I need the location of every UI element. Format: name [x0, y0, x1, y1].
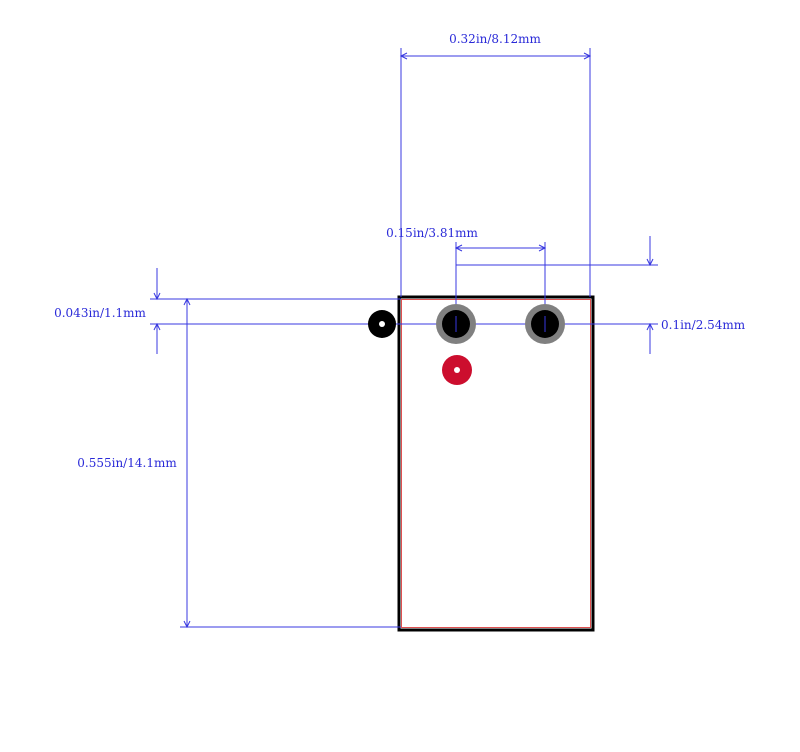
dimension-overall-height-label: 0.555in/14.1mm: [77, 456, 177, 470]
component-body-outline: [397, 295, 595, 632]
dimension-pin-pitch-label: 0.15in/3.81mm: [386, 226, 478, 240]
pad-1: [368, 310, 396, 338]
dimension-pin-row-offset-label: 0.1in/2.54mm: [661, 318, 746, 332]
dimension-overall-width-label: 0.32in/8.12mm: [449, 32, 541, 46]
pin-1-marker: [442, 355, 472, 385]
courtyard-outline: [401, 299, 591, 628]
pad-center-lines: [455, 316, 546, 332]
dimension-overall-height: [180, 297, 401, 629]
dimension-overall-width: [399, 48, 592, 297]
dimension-pin-offset-top-label: 0.043in/1.1mm: [54, 306, 146, 320]
